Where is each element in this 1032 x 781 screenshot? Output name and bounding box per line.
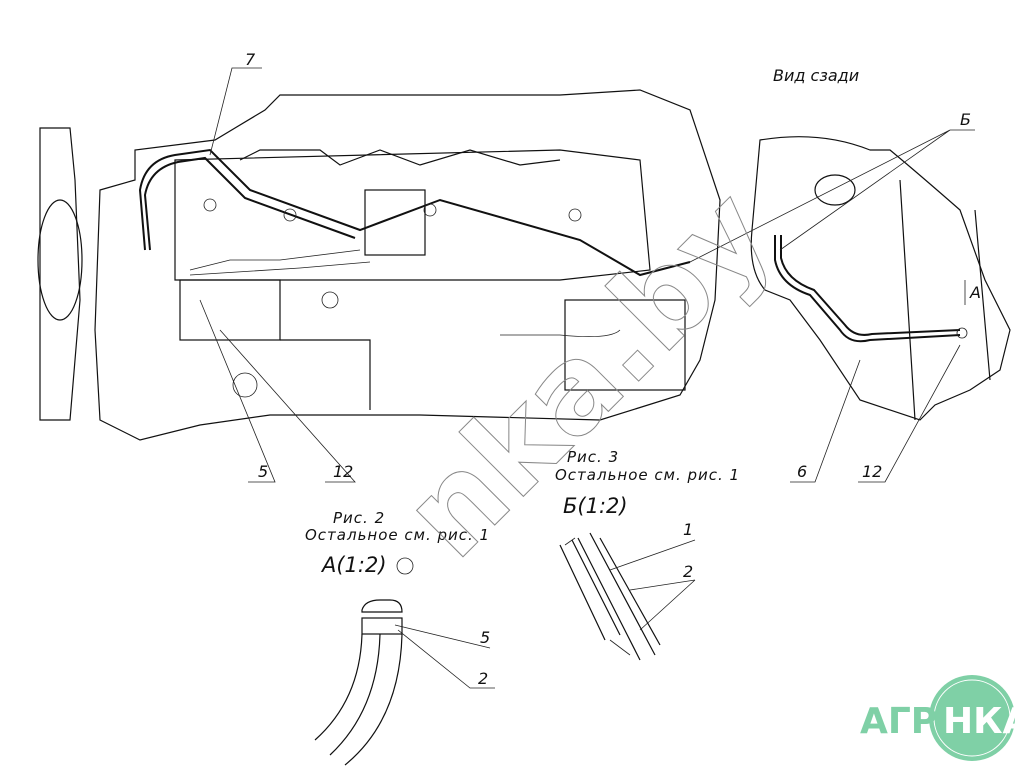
view-label-rear: Вид сзади (773, 66, 859, 85)
engine-main-view (37, 89, 721, 441)
callout-7: 7 (245, 50, 256, 69)
detail-B-hose (559, 532, 696, 661)
callout-5-detail: 5 (480, 628, 490, 647)
watermark: nka.by (378, 164, 799, 585)
callout-12: 12 (333, 462, 353, 481)
fig3-note: Остальное см. рис. 1 (555, 466, 740, 484)
callout-5: 5 (258, 462, 268, 481)
fig3-view: Б(1:2) (563, 494, 628, 518)
rear-leaders (689, 129, 975, 483)
fig3-title: Рис. 3 (567, 448, 619, 466)
fig2-view: А(1:2) (320, 553, 387, 577)
rear-view (750, 136, 1011, 421)
fig2-title: Рис. 2 (333, 509, 385, 527)
logo-text-right: НКА (943, 701, 1031, 742)
fig2-note: Остальное см. рис. 1 (305, 526, 490, 544)
callout-12-rear: 12 (862, 462, 882, 481)
agronka-logo: АГРО НКА (860, 675, 1031, 761)
callout-B: Б (960, 110, 971, 129)
callout-A: А (969, 283, 981, 302)
callout-6: 6 (797, 462, 807, 481)
callout-1: 1 (683, 520, 693, 539)
callout-2: 2 (683, 562, 693, 581)
callout-2-detail: 2 (478, 669, 488, 688)
main-leaders (199, 67, 356, 483)
rotation-icon (396, 557, 414, 575)
detail-A-hose (314, 599, 495, 766)
logo-text-left: АГРО (860, 701, 968, 742)
